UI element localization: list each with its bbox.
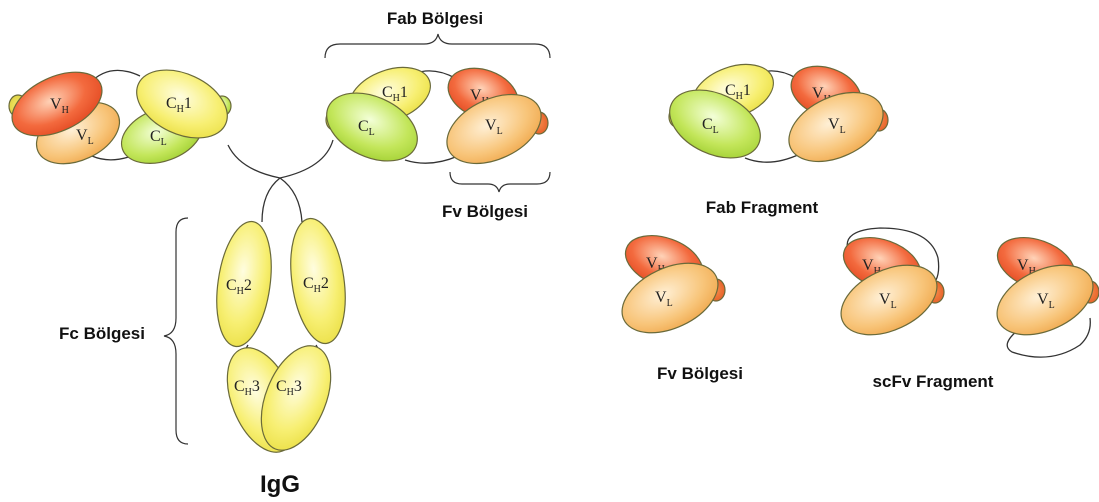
scfv-fragment-1: VH VL [830,228,948,349]
fab-fragment-label: Fab Fragment [706,198,819,217]
fc-region-label: Fc Bölgesi [59,324,145,343]
fab-region-label: Fab Bölgesi [387,9,483,28]
fv-region-label: Fv Bölgesi [442,202,528,221]
igg-label: IgG [260,471,300,498]
igg-hinge [228,140,333,222]
fv-region-fragment-label: Fv Bölgesi [657,364,743,383]
fv-region-brace [450,172,550,192]
scfv-fragment-2: VH VL [986,228,1099,357]
igg-fc: CH2 CH2 CH3 CH3 [209,215,352,462]
domain-ch2: CH2 [283,215,352,347]
igg-left-arm: VL VH CL CH1 [2,57,238,177]
fc-region-brace [164,218,188,444]
right-arm-bottom-linker [405,156,458,163]
fab-region-brace [325,34,550,58]
domain-ch2: CH2 [209,218,278,350]
fab-fragment: CH1 CL VH VL [659,54,894,175]
igg-right-arm: CH1 CL VH VL [316,57,552,177]
fv-region-fragment: VH VL [611,226,729,347]
scfv-fragment-label: scFv Fragment [873,372,994,391]
